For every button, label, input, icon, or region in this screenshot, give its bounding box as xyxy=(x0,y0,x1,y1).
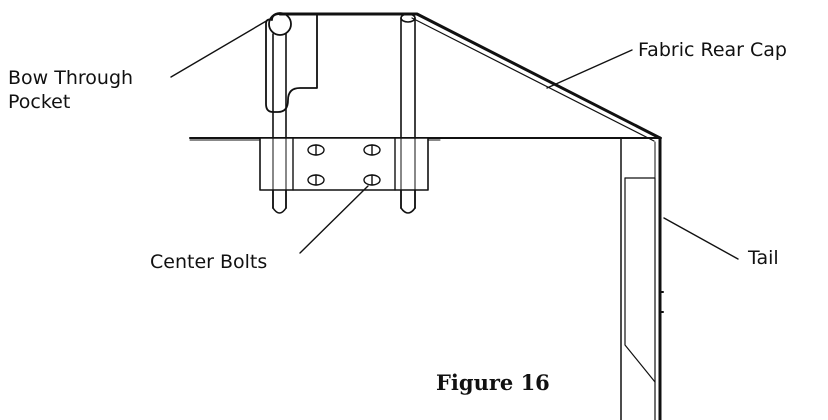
figure-caption: Figure 16 xyxy=(436,370,550,395)
label-fabric-rear-cap: Fabric Rear Cap xyxy=(638,39,787,61)
center-bolt xyxy=(363,174,381,186)
leader-center-bolts xyxy=(299,185,369,254)
label-tail: Tail xyxy=(748,247,779,269)
label-bow-through-pocket-line2: Pocket xyxy=(8,91,71,113)
tail-post xyxy=(620,136,664,420)
center-bolt xyxy=(363,144,381,156)
leader-tail xyxy=(663,217,739,260)
label-bow-through-pocket-line1: Bow Through xyxy=(8,67,134,89)
fabric-rear-cap-inner-edge xyxy=(411,17,655,142)
leader-fabric-rear-cap xyxy=(546,49,633,89)
label-bow-through-pocket: Bow Through Pocket xyxy=(8,66,133,114)
center-bolt xyxy=(307,174,325,186)
center-bracket xyxy=(259,137,429,191)
fabric-rear-cap xyxy=(278,12,662,140)
center-bolt xyxy=(307,144,325,156)
label-center-bolts: Center Bolts xyxy=(150,251,268,273)
pocket-bow-tube-end xyxy=(268,12,292,36)
leader-bow-through-pocket xyxy=(170,19,269,78)
